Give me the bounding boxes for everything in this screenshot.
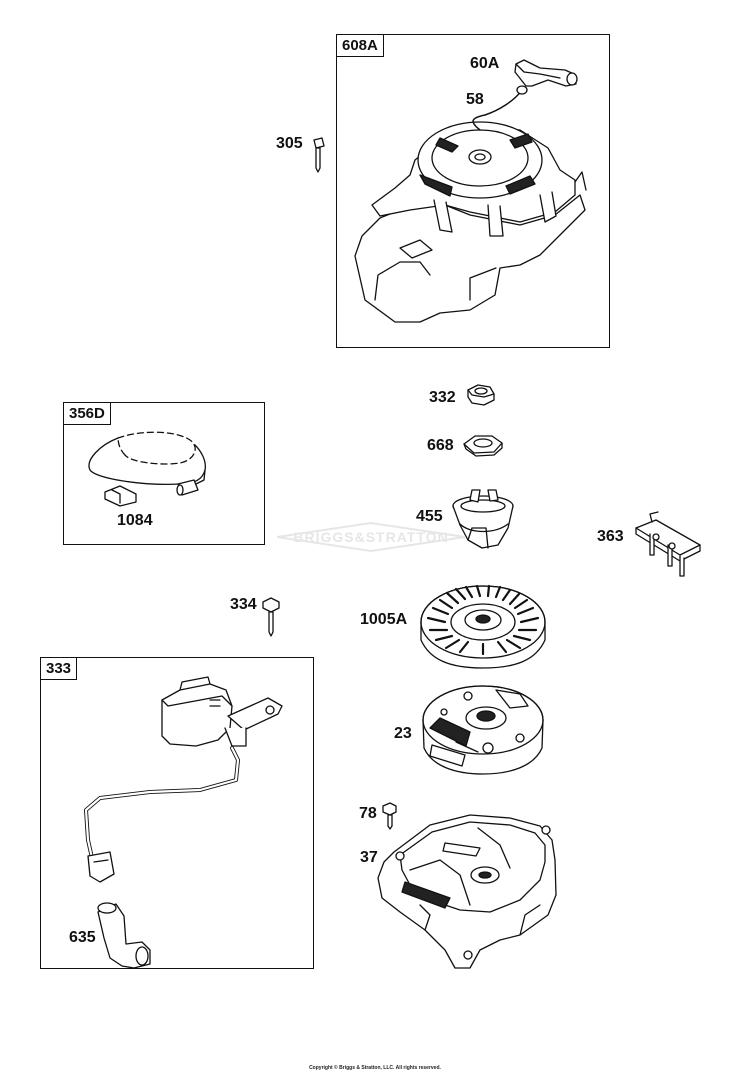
starter-rope-and-handle: [472, 59, 578, 131]
part-label-23: 23: [394, 725, 412, 742]
ground-wire-part: [88, 431, 206, 507]
part-label-1005A: 1005A: [360, 611, 408, 628]
copyright-notice: Copyright © Briggs & Stratton, LLC. All …: [309, 1065, 441, 1071]
part-label-305: 305: [276, 135, 303, 152]
part-label-635: 635: [69, 929, 96, 946]
frame-356D: [63, 402, 265, 545]
blower-housing-37-part: [377, 814, 557, 969]
frame-333: [40, 657, 314, 969]
part-label-332: 332: [429, 389, 456, 406]
washer-668-part: [463, 435, 503, 457]
part-label-363: 363: [597, 528, 624, 545]
part-label-1084: 1084: [117, 512, 153, 529]
starter-cup-455-part: [452, 489, 514, 549]
part-label-58: 58: [466, 91, 484, 108]
briggs-stratton-watermark: BRIGGS&STRATTON: [276, 521, 466, 553]
part-label-334: 334: [230, 596, 257, 613]
nut-332-part: [467, 384, 495, 406]
box-label-608A: 608A: [336, 34, 384, 57]
frame-608A: [336, 34, 610, 348]
screw-78-part: [382, 802, 397, 830]
rewind-starter-part: [354, 121, 587, 323]
box-label-333: 333: [40, 657, 78, 680]
part-label-60A: 60A: [470, 55, 500, 72]
box-label-356D: 356D: [63, 402, 111, 425]
part-label-37: 37: [360, 849, 378, 866]
screw-305-part: [313, 137, 325, 173]
flywheel-1005A-part: [420, 584, 546, 669]
watermark-text: BRIGGS&STRATTON: [293, 529, 449, 545]
ignition-armature-333-part: [84, 676, 283, 883]
bracket-363-part: [635, 511, 701, 577]
flywheel-housing-23-part: [422, 685, 544, 775]
screw-334-part: [262, 597, 280, 637]
part-label-668: 668: [427, 437, 454, 454]
part-label-455: 455: [416, 508, 443, 525]
part-label-78: 78: [359, 805, 377, 822]
spark-plug-boot-635-part: [97, 902, 151, 969]
